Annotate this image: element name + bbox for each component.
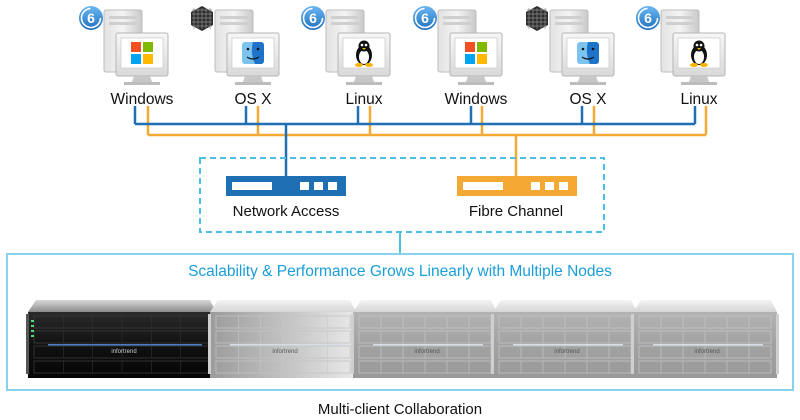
tux-logo-icon	[690, 40, 708, 67]
client-label: Windows	[111, 91, 174, 108]
status-led-icon	[31, 320, 34, 337]
switch-group-border	[199, 157, 605, 233]
storage-node-5: infortrend	[631, 300, 779, 378]
refresh-six-badge-icon: 6	[636, 6, 660, 30]
client-label: OS X	[234, 91, 272, 108]
finder-logo-icon	[242, 42, 264, 64]
badge-number: 6	[87, 10, 95, 26]
storage-node-2: infortrend	[208, 300, 358, 378]
monitor	[115, 32, 169, 85]
storage-panel	[6, 253, 794, 391]
caption: Multi-client Collaboration	[318, 401, 482, 418]
refresh-six-badge-icon: 6	[79, 6, 103, 30]
scalability-banner: Scalability & Performance Grows Linearly…	[188, 263, 612, 280]
badge-number: 6	[644, 10, 652, 26]
client-label: Linux	[680, 91, 717, 108]
storage-node-4: infortrend	[491, 300, 639, 378]
windows-logo-icon	[465, 42, 487, 64]
grid-cube-badge-icon	[191, 6, 213, 31]
storage-node-3: infortrend	[351, 300, 499, 378]
brand-label: infortrend	[414, 349, 439, 355]
client-5-osx: OS X	[526, 6, 615, 108]
finder-logo-icon	[577, 42, 599, 64]
brand-label: infortrend	[111, 349, 136, 355]
network-switch	[226, 176, 346, 196]
storage-nodes: infortrend infortrend infortrend infortrend…	[26, 300, 779, 378]
brand-label: infortrend	[554, 349, 579, 355]
windows-logo-icon	[131, 42, 153, 64]
refresh-six-badge-icon: 6	[301, 6, 325, 30]
fibre-channel-label: Fibre Channel	[469, 203, 563, 220]
brand-label: infortrend	[272, 349, 297, 355]
tux-logo-icon	[355, 40, 373, 67]
client-label: OS X	[569, 91, 607, 108]
storage-node-1: infortrend	[26, 300, 218, 378]
connection-wires	[133, 106, 708, 178]
refresh-six-badge-icon: 6	[413, 6, 437, 30]
client-label: Linux	[345, 91, 382, 108]
fibre-switch	[457, 176, 577, 196]
client-2-osx: OS X	[191, 6, 280, 108]
network-access-label: Network Access	[233, 203, 340, 220]
badge-number: 6	[309, 10, 317, 26]
client-label: Windows	[445, 91, 508, 108]
badge-number: 6	[421, 10, 429, 26]
monitor	[449, 32, 503, 85]
brand-label: infortrend	[694, 349, 719, 355]
switch-group: Network Access Fibre Channel	[199, 157, 605, 233]
grid-cube-badge-icon	[526, 6, 548, 31]
